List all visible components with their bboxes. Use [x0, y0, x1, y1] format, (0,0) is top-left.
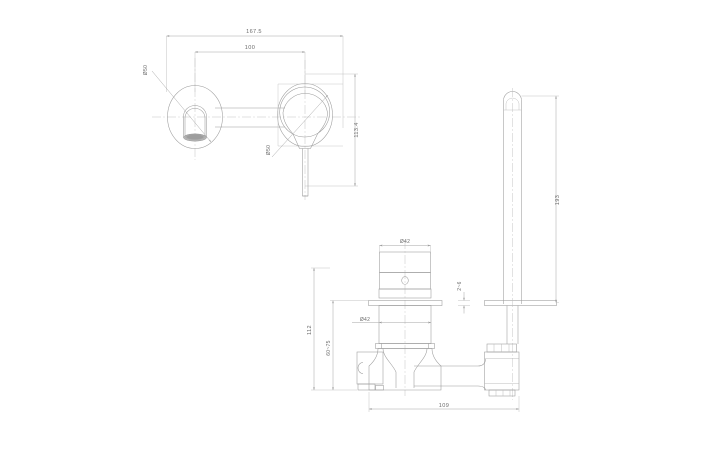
section-view-dim-texts: Ø42 Ø42 2~6 112 60~75 109 — [307, 239, 463, 409]
dim-text-193: 193 — [555, 195, 561, 205]
valve-body-casting — [368, 348, 442, 391]
outlet-spout-body — [183, 105, 207, 138]
dim-d42-top-ext — [379, 245, 431, 254]
dim-2-6-ext — [458, 300, 470, 306]
side-section-view — [311, 240, 520, 412]
dim-text-113-4: 113.4 — [354, 122, 360, 137]
spout-side-view — [484, 88, 559, 400]
dim-text-2-6: 2~6 — [457, 281, 463, 290]
front-extension-lines — [166, 36, 358, 187]
dim-text-d50-left: Ø50 — [143, 65, 149, 75]
outlet-aerator — [183, 133, 207, 142]
dim-109-ext — [368, 392, 520, 412]
leader-left-d50 — [151, 70, 212, 143]
dim-text-d50-right: Ø50 — [266, 145, 272, 155]
dim-112-ext — [311, 267, 357, 391]
spout-inlet-shank — [506, 305, 519, 344]
dim-193-ext-lines — [521, 95, 559, 303]
dim-text-d42-mid: Ø42 — [360, 317, 370, 323]
spout-tube — [503, 91, 522, 304]
front-center-lines — [152, 58, 360, 200]
front-view-dim-texts: 167.5 100 113.4 Ø50 Ø50 — [143, 29, 360, 155]
right-outlet-connector — [484, 343, 520, 397]
dim-text-d42-top: Ø42 — [400, 239, 410, 245]
front-elevation-view — [151, 35, 360, 200]
handle-back-frame — [277, 83, 343, 147]
dim-text-109: 109 — [439, 403, 449, 409]
leader-right-d50 — [271, 94, 329, 158]
dim-text-112: 112 — [307, 325, 313, 335]
dim-text-60-75: 60~75 — [326, 340, 332, 356]
outlet-escutcheon — [167, 85, 223, 149]
handle-escutcheon — [277, 83, 333, 147]
left-inlet-connector — [356, 351, 384, 391]
dim-text-167-5: 167.5 — [246, 29, 262, 35]
section-wall-flange — [368, 300, 443, 306]
spout-wall-flange — [484, 300, 557, 306]
handle-lever — [279, 86, 330, 197]
dim-text-100: 100 — [245, 45, 255, 51]
cartridge-mid-band — [378, 288, 432, 299]
horizontal-body-tube — [414, 358, 486, 391]
connecting-body-bar — [215, 107, 285, 128]
